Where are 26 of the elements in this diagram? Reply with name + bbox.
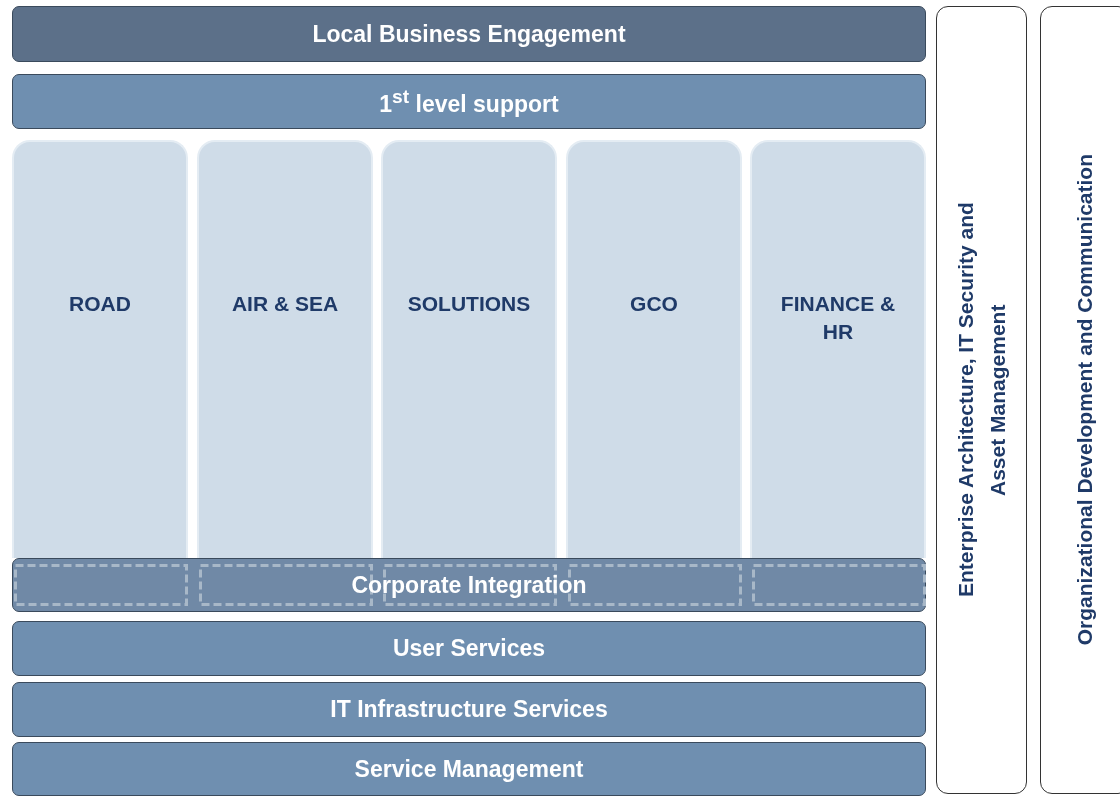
column-title: SOLUTIONS: [407, 291, 531, 317]
band-title: IT Infrastructure Services: [330, 696, 608, 723]
layer-band: [12, 74, 926, 129]
layer-band: [12, 558, 926, 612]
column-title: GCO: [630, 291, 678, 317]
column-panel: [750, 140, 926, 558]
layer-band: [12, 682, 926, 737]
band-title: Corporate Integration: [351, 571, 587, 599]
side-panel: [936, 6, 1027, 794]
layer-band: [12, 621, 926, 676]
column-title: ROAD: [69, 291, 131, 317]
band-title: Local Business Engagement: [312, 20, 626, 48]
side-panel: [1040, 6, 1120, 794]
column-title: FINANCE & HR: [779, 291, 897, 345]
band-title: User Services: [392, 635, 546, 662]
panel-title: Organizational Development and Communication: [1072, 154, 1097, 646]
column-panel: [566, 140, 742, 558]
column-panel: [381, 140, 557, 558]
column-panel: [12, 140, 188, 558]
panel-title: Enterprise Architecture, IT Security and Asset Management: [952, 201, 1010, 600]
layer-band: [12, 6, 926, 62]
layer-band: [12, 742, 926, 796]
column-panel: [197, 140, 373, 558]
column-title: AIR & SEA: [231, 291, 339, 317]
band-title: 1$^{st}$ level support: [379, 85, 559, 118]
band-title: Service Management: [354, 755, 584, 783]
